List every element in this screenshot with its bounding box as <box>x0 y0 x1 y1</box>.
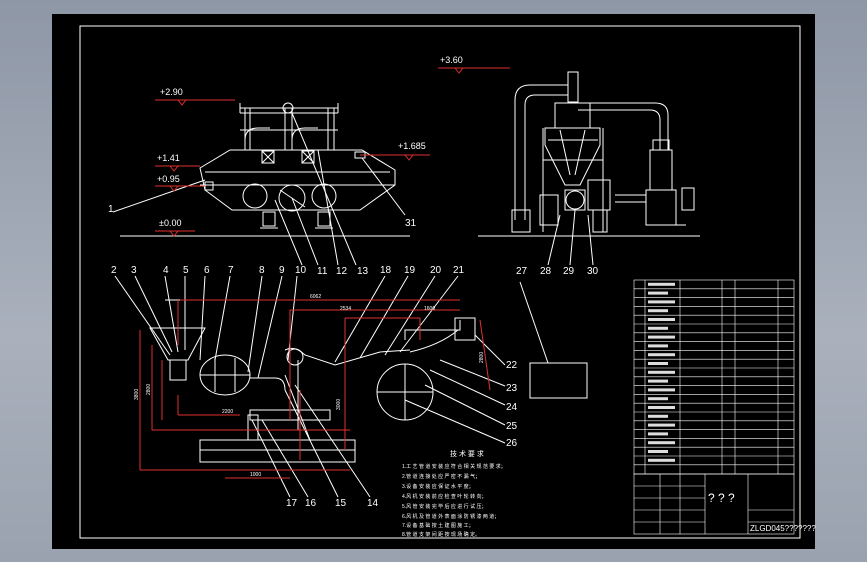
dim-1000: 1000 <box>250 472 261 478</box>
callout-14: 14 <box>367 498 379 509</box>
dim-2200: 2200 <box>222 409 233 415</box>
parts-entry-stroke <box>648 318 675 321</box>
callout-12: 12 <box>336 266 348 277</box>
cyclone-elevation <box>478 71 700 266</box>
plan-view <box>114 275 588 498</box>
parts-entry-stroke <box>648 423 675 427</box>
parts-entry-stroke <box>648 441 675 445</box>
parts-entry-stroke <box>648 450 668 453</box>
dim-2800: 2800 <box>479 352 485 363</box>
note-line-2: 2.管 道 连 接 处 应 严 密 不 漏 气； <box>402 473 480 480</box>
parts-entry-stroke <box>648 370 675 374</box>
parts-entry-stroke <box>648 388 675 392</box>
callout-31: 31 <box>405 218 417 229</box>
title-marks: ? ? ? <box>708 491 735 505</box>
callout-25: 25 <box>506 421 518 432</box>
callout-29: 29 <box>563 266 575 277</box>
level-290: +2.90 <box>160 87 183 97</box>
callout-2: 2 <box>111 265 117 276</box>
dim-2800b: 2800 <box>146 384 152 395</box>
note-line-5: 5.风 管 安 装 完 毕 后 应 进 行 试 压； <box>402 503 486 510</box>
parts-entry-stroke <box>648 432 668 436</box>
sheet-border <box>79 25 801 539</box>
dim-6062: 6062 <box>310 294 321 300</box>
parts-entry-stroke <box>648 397 668 401</box>
parts-entry-stroke <box>648 335 675 339</box>
level-1685: +1.685 <box>398 141 426 151</box>
callout-4: 4 <box>163 265 169 276</box>
callout-10: 10 <box>295 265 307 276</box>
callout-27: 27 <box>516 266 528 277</box>
parts-entry-stroke <box>648 362 668 365</box>
callout-8: 8 <box>259 265 265 276</box>
parts-entry-stroke <box>648 300 675 304</box>
level-360: +3.60 <box>440 55 463 65</box>
level-labels: +2.90 +1.41 +0.95 ±0.00 +1.685 +3.60 <box>157 55 463 228</box>
dimension-lines <box>139 299 491 479</box>
dim-2534: 2534 <box>340 306 351 312</box>
level-000: ±0.00 <box>159 218 181 228</box>
callout-5: 5 <box>183 265 189 276</box>
drawing-number: ZLGD045??????? <box>750 524 816 533</box>
parts-list-entries <box>648 282 675 462</box>
sheet-background <box>52 14 815 549</box>
note-line-3: 3.设 备 安 装 应 保 证 水 平 度； <box>402 483 474 490</box>
level-141: +1.41 <box>157 153 180 163</box>
callout-15: 15 <box>335 498 347 509</box>
callout-28: 28 <box>540 266 552 277</box>
title-block <box>633 473 795 535</box>
callout-13: 13 <box>357 266 369 277</box>
callout-17: 17 <box>286 498 298 509</box>
callout-19: 19 <box>404 265 416 276</box>
parts-entry-stroke <box>648 379 668 383</box>
callout-26: 26 <box>506 438 518 449</box>
dimension-values: 6062 2534 1600 2800 3800 2800 3000 2200 … <box>134 294 485 478</box>
dim-3000: 3000 <box>336 399 342 410</box>
callout-23: 23 <box>506 383 518 394</box>
callout-6: 6 <box>204 265 210 276</box>
dim-3800: 3800 <box>134 389 140 400</box>
callout-1: 1 <box>108 204 114 215</box>
notes-title: 技 术 要 求 <box>450 449 484 458</box>
parts-entry-stroke <box>648 326 668 330</box>
note-line-1: 1.工 艺 管 道 安 装 应 符 合 相 关 规 范 要 求； <box>402 463 506 470</box>
callout-3: 3 <box>131 265 137 276</box>
parts-entry-stroke <box>648 406 675 409</box>
callouts-top: 1 11 12 13 31 27 28 29 30 <box>108 204 599 277</box>
callout-18: 18 <box>380 265 392 276</box>
callout-24: 24 <box>506 402 518 413</box>
title-block-text: ? ? ? ZLGD045??????? <box>708 491 816 533</box>
parts-entry-stroke <box>648 458 675 462</box>
callout-11: 11 <box>317 266 328 277</box>
callout-7: 7 <box>228 265 234 276</box>
callout-20: 20 <box>430 265 442 276</box>
note-line-6: 6.风 机 及 管 道 外 表 面 涂 防 锈 漆 两 道； <box>402 513 499 520</box>
note-line-7: 7.设 备 基 础 按 土 建 图 施 工； <box>402 522 474 529</box>
parts-entry-stroke <box>648 282 675 286</box>
callout-21: 21 <box>453 265 465 276</box>
callouts-plan: 2 3 4 5 6 7 8 9 10 18 19 20 21 22 23 24 … <box>111 265 518 509</box>
parts-entry-stroke <box>648 344 668 348</box>
parts-entry-stroke <box>648 353 675 357</box>
callout-9: 9 <box>279 265 285 276</box>
technical-notes: 技 术 要 求 1.工 艺 管 道 安 装 应 符 合 相 关 规 范 要 求；… <box>402 449 506 538</box>
parts-entry-stroke <box>648 414 668 418</box>
dim-1600: 1600 <box>424 306 435 312</box>
parts-entry-stroke <box>648 291 668 295</box>
level-095: +0.95 <box>157 174 180 184</box>
callout-16: 16 <box>305 498 317 509</box>
note-line-8: 8.管 道 支 架 间 距 按 现 场 确 定。 <box>402 531 480 538</box>
dryer-elevation <box>112 102 410 266</box>
parts-entry-stroke <box>648 309 668 313</box>
parts-list <box>633 279 795 475</box>
note-line-4: 4.风 机 安 装 前 应 检 查 叶 轮 转 向； <box>402 493 486 500</box>
callout-22: 22 <box>506 360 518 371</box>
callout-30: 30 <box>587 266 599 277</box>
level-markers <box>155 67 510 237</box>
